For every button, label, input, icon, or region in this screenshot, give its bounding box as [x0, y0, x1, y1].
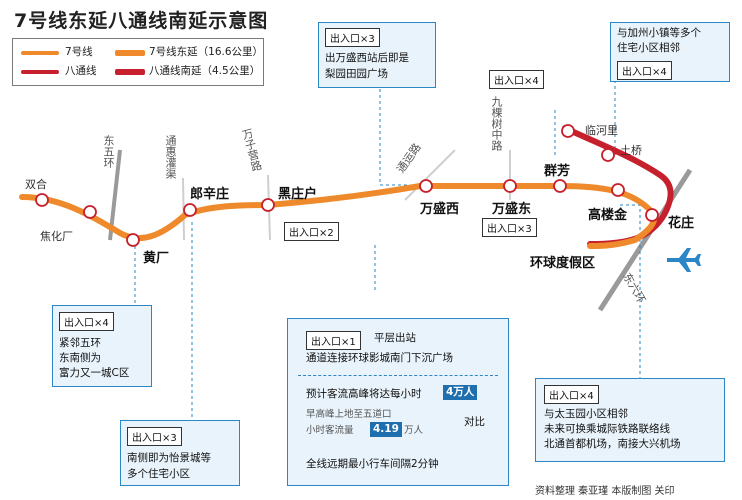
station-shuanghe-dot: [35, 193, 49, 207]
station-huanqiu: 环球度假区: [530, 256, 596, 271]
note-box-huanqiu-note: 通道连接环球影城南门下沉广场: [306, 352, 453, 364]
station-qunfang-dot: [553, 179, 567, 193]
station-linheli: 临河里: [585, 124, 618, 137]
legend-line7-ext-label: 7号线东延（16.6公里）: [149, 46, 264, 58]
station-jiaohuachang-dot: [83, 205, 97, 219]
legend-line7-ext-swatch: [115, 50, 145, 56]
station-wanshengxi-dot: [419, 179, 433, 193]
station-langxinzhuang: 郎辛庄: [190, 187, 230, 202]
note-box-huangchang-line2: 东南侧为: [59, 352, 101, 364]
road-donglihuan: [597, 168, 693, 312]
note-box-langxin-exit: 出入口×3: [127, 427, 182, 446]
note-box-huanqiu-compare: 对比: [464, 416, 485, 428]
note-box-gaolou: 出入口×4 与太玉园小区相邻 未来可换乘城际铁路联络线 北通首都机场，南接大兴机…: [535, 378, 725, 462]
station-linheli-dot: [561, 124, 575, 138]
legend: 7号线 7号线东延（16.6公里） 八通线 八通线南延（4.5公里）: [12, 38, 264, 86]
page-title: 7号线东延八通线南延示意图: [14, 10, 269, 32]
note-box-huanqiu-early-label2: 小时客流量: [306, 425, 354, 436]
station-tuqiao: 土桥: [620, 144, 642, 157]
legend-batong-ext-swatch: [115, 69, 145, 75]
road-label-jiukeshu: 九棵树中路: [490, 96, 503, 151]
note-box-huazhuang-line2: 住宅小区相邻: [617, 42, 680, 54]
note-box-huanqiu-exit-type: 平层出站: [374, 332, 416, 344]
station-wanshengdong: 万盛东: [492, 202, 532, 217]
station-tuqiao-dot: [601, 148, 615, 162]
exit-tag-qunfang: 出入口×4: [489, 70, 544, 89]
note-box-wanshengxi: 出入口×3 出万盛西站后即是 梨园田园广场: [318, 22, 436, 88]
note-box-huanqiu-peak-value: 4万人: [443, 385, 478, 400]
station-wanshengxi: 万盛西: [420, 202, 460, 217]
note-box-gaolou-line3: 北通首都机场，南接大兴机场: [544, 438, 681, 450]
credit: 资料整理 秦亚瑾 本版制图 关印: [535, 486, 675, 497]
station-huangchang-dot: [126, 233, 140, 247]
station-jiaohuachang: 焦化厂: [40, 230, 73, 243]
station-wanshengdong-dot: [503, 179, 517, 193]
line7: [19, 183, 657, 249]
note-box-huanqiu: 出入口×1 平层出站 通道连接环球影城南门下沉广场 预计客流高峰将达每小时 4万…: [287, 318, 509, 486]
road-label-tonghuiguanqu: 通惠灌渠: [164, 135, 177, 179]
note-box-langxin-line1: 南侧即为怡景城等: [127, 452, 211, 464]
station-heizhuanghu: 黑庄户: [278, 187, 318, 202]
note-box-huanqiu-early-label1: 早高峰上地至五道口: [306, 409, 392, 420]
station-huazhuang-dot: [645, 208, 659, 222]
divider: [298, 375, 498, 376]
note-box-huanqiu-exit: 出入口×1: [306, 331, 361, 350]
note-box-huangchang-line3: 富力又一城C区: [59, 367, 130, 379]
note-box-huazhuang-exit: 出入口×4: [617, 61, 672, 80]
note-box-wanshengxi-line2: 梨园田园广场: [325, 68, 388, 80]
road-label-dongwuhuan: 东五环: [102, 135, 115, 168]
legend-line7-swatch: [21, 51, 59, 55]
note-box-wanshengxi-exit: 出入口×3: [325, 28, 380, 47]
note-box-gaolou-exit: 出入口×4: [544, 385, 599, 404]
station-gaoloujin: 高楼金: [588, 208, 628, 223]
station-huazhuang: 花庄: [668, 216, 695, 231]
airplane-icon: [667, 248, 701, 272]
note-box-huazhuang: 与加州小镇等多个 住宅小区相邻 出入口×4: [610, 22, 730, 82]
station-qunfang: 群芳: [544, 164, 571, 179]
note-box-huanqiu-early-value: 4.19: [370, 422, 402, 437]
road-tongyunlu: [404, 149, 456, 201]
exit-tag-heizhuanghu: 出入口×2: [284, 222, 339, 241]
note-box-wanshengxi-line1: 出万盛西站后即是: [325, 52, 409, 64]
note-box-huanqiu-early-unit: 万人: [404, 425, 424, 436]
legend-batong-ext-label: 八通线南延（4.5公里）: [149, 65, 261, 77]
exit-tag-wanshengdong: 出入口×3: [482, 218, 537, 237]
station-heizhuanghu-dot: [261, 198, 275, 212]
note-box-huangchang-line1: 紧邻五环: [59, 337, 101, 349]
note-box-langxin-line2: 多个住宅小区: [127, 468, 190, 480]
station-huangchang: 黄厂: [143, 251, 170, 266]
note-box-huangchang-exit: 出入口×4: [59, 312, 114, 331]
legend-batong-label: 八通线: [65, 65, 97, 77]
station-shuanghe: 双合: [25, 178, 47, 191]
note-box-huazhuang-line1: 与加州小镇等多个: [617, 27, 701, 39]
note-box-gaolou-line1: 与太玉园小区相邻: [544, 408, 628, 420]
note-box-langxin: 出入口×3 南侧即为怡景城等 多个住宅小区: [120, 420, 240, 486]
note-box-huangchang: 出入口×4 紧邻五环 东南侧为 富力又一城C区: [52, 305, 152, 387]
legend-batong-swatch: [21, 70, 59, 74]
note-box-huanqiu-interval: 全线远期最小行车间隔2分钟: [306, 458, 439, 470]
station-gaoloujin-dot: [611, 183, 625, 197]
note-box-gaolou-line2: 未来可换乘城际铁路联络线: [544, 423, 670, 435]
note-box-huanqiu-peak-label: 预计客流高峰将达每小时: [306, 388, 422, 400]
legend-line7-label: 7号线: [65, 46, 93, 58]
station-langxinzhuang-dot: [183, 203, 197, 217]
